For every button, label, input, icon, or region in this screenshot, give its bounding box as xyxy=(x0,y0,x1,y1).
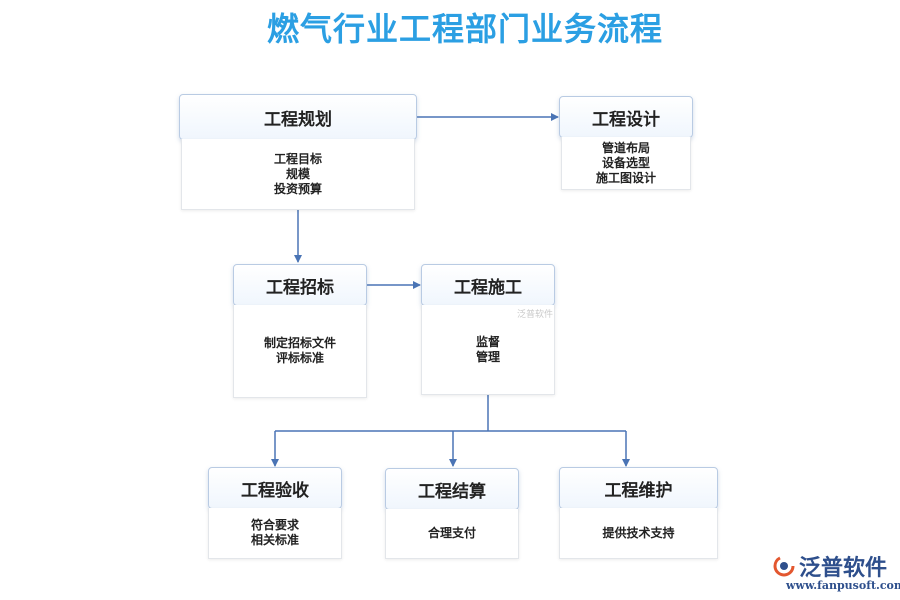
detail-item: 符合要求 xyxy=(250,518,299,532)
node-acceptance-details: 符合要求 相关标准 xyxy=(208,508,342,559)
node-design-title: 工程设计 xyxy=(559,96,693,138)
detail-item: 施工图设计 xyxy=(595,170,656,185)
node-construction-title: 工程施工 xyxy=(421,264,555,306)
detail-item: 工程目标 xyxy=(273,151,322,166)
node-maintenance-title: 工程维护 xyxy=(559,467,718,509)
node-construction-details: 监督 管理 xyxy=(421,305,555,395)
node-settlement-details: 合理支付 xyxy=(385,509,519,559)
detail-item: 投资预算 xyxy=(273,181,322,196)
node-bidding-details: 制定招标文件 评标标准 xyxy=(233,305,367,398)
node-design-details: 管道布局 设备选型 施工图设计 xyxy=(561,137,691,190)
detail-item: 设备选型 xyxy=(601,155,650,170)
brand-url: www.fanpusoft.com xyxy=(786,579,900,592)
node-acceptance-title: 工程验收 xyxy=(208,467,342,509)
node-settlement-title: 工程结算 xyxy=(385,468,519,510)
brand-swirl-icon xyxy=(773,555,795,577)
brand-name: 泛普软件 xyxy=(799,556,888,581)
detail-item: 监督 xyxy=(475,334,500,349)
detail-item: 管道布局 xyxy=(601,140,650,155)
detail-item: 合理支付 xyxy=(427,526,476,540)
brand-logo: 泛普软件 xyxy=(773,550,887,582)
detail-item: 提供技术支持 xyxy=(602,525,675,540)
detail-item: 制定招标文件 xyxy=(263,336,336,350)
detail-item: 规模 xyxy=(285,166,310,181)
node-bidding-title: 工程招标 xyxy=(233,264,367,306)
page-title: 燃气行业工程部门业务流程 xyxy=(266,10,663,48)
detail-item: 相关标准 xyxy=(250,533,299,547)
detail-item: 管理 xyxy=(475,349,500,364)
node-maintenance-details: 提供技术支持 xyxy=(559,508,718,559)
detail-item: 评标标准 xyxy=(275,351,324,365)
watermark: 泛普软件 xyxy=(517,310,554,320)
node-planning-title: 工程规划 xyxy=(179,94,417,140)
node-planning-details: 工程目标 规模 投资预算 xyxy=(181,139,415,210)
